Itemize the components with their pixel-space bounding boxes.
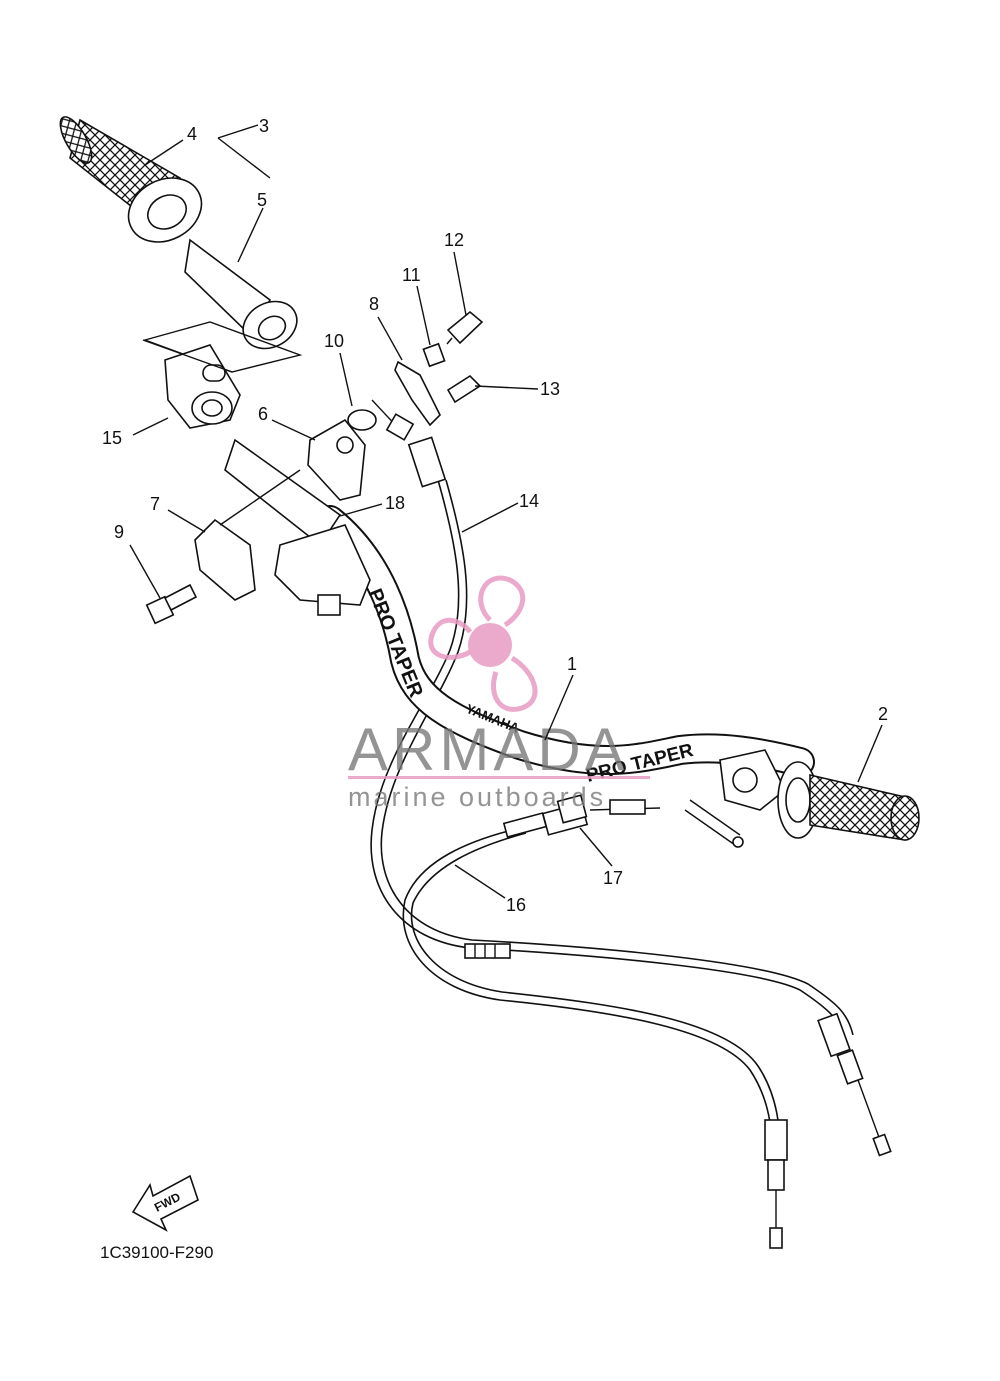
collar-11 — [422, 342, 446, 368]
watermark-subtitle: marine outboards — [348, 782, 606, 812]
callout-17: 17 — [603, 868, 623, 888]
callout-7: 7 — [150, 494, 160, 514]
throttle-housing-15 — [164, 344, 241, 429]
right-grip-2 — [777, 761, 920, 841]
leader-lines — [129, 124, 883, 899]
callout-1: 1 — [567, 654, 577, 674]
clutch-lever-assembly — [684, 749, 787, 848]
fwd-arrow: FWD — [131, 1174, 199, 1232]
cover-7 — [194, 518, 256, 601]
callout-labels: 1 2 3 4 5 6 7 8 9 10 11 12 13 14 15 16 1… — [102, 116, 888, 915]
watermark-divider — [348, 776, 650, 779]
callout-9: 9 — [114, 522, 124, 542]
plate-8 — [394, 360, 441, 427]
throttle-tube-18 — [224, 438, 371, 616]
callout-11: 11 — [402, 265, 421, 285]
callout-16: 16 — [506, 895, 526, 915]
callout-2: 2 — [878, 704, 888, 724]
cover-6 — [307, 418, 366, 501]
callout-14: 14 — [519, 491, 539, 511]
callout-10: 10 — [324, 331, 344, 351]
armada-watermark: ARMADA marine outboards — [348, 575, 650, 812]
watermark-title: ARMADA — [348, 716, 629, 783]
callout-15: 15 — [102, 428, 122, 448]
throttle-cable-16 — [402, 827, 788, 1249]
left-grip-assembly — [59, 116, 303, 373]
adjuster-17 — [502, 794, 661, 838]
callout-12: 12 — [444, 230, 464, 250]
propeller-logo — [428, 575, 538, 712]
diagram-code: 1C39100-F290 — [100, 1243, 213, 1262]
callout-13: 13 — [540, 379, 560, 399]
screw-13 — [446, 374, 482, 404]
callout-5: 5 — [257, 190, 267, 210]
callout-4: 4 — [187, 124, 197, 144]
throttle-cable-14 — [370, 436, 892, 1157]
screw-12 — [446, 310, 484, 345]
callout-6: 6 — [258, 404, 268, 424]
logo-hub — [468, 623, 512, 667]
adjuster-10 — [347, 399, 415, 441]
callout-8: 8 — [369, 294, 379, 314]
callout-3: 3 — [259, 116, 269, 136]
bolt-9 — [145, 583, 198, 625]
callout-18: 18 — [385, 493, 405, 513]
